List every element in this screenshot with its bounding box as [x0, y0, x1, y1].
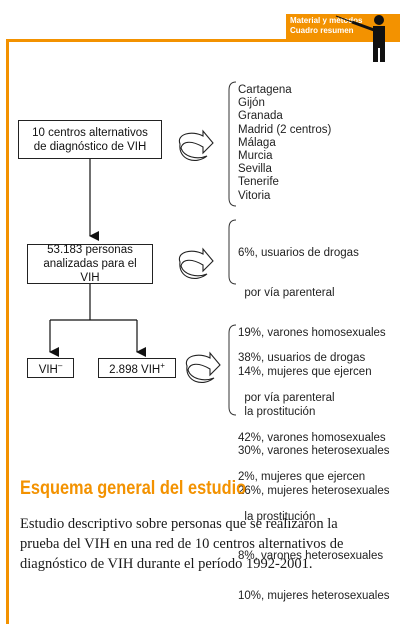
diagram-connectors	[49, 81, 237, 416]
section-tab-title: Material y métodos	[290, 16, 363, 25]
list-item: 6%, usuarios de drogas	[238, 247, 359, 260]
list-item: 26%, mujeres heterosexuales	[238, 484, 390, 497]
list-item: Gijón	[238, 97, 265, 110]
list-item: Tenerife	[238, 176, 279, 189]
positive-breakdown-list: 38%, usuarios de drogas por vía parenter…	[238, 326, 390, 616]
orange-frame-left	[6, 39, 9, 624]
analyzed-box-label: 53.183 personas analizadas para el VIH	[43, 244, 137, 284]
list-item: 8%, varones heterosexuales	[238, 550, 384, 563]
list-item: Cartagena	[238, 84, 292, 96]
cities-list: Cartagena Gijón Granada Madrid (2 centro…	[238, 84, 331, 203]
list-item: 42%, varones homosexuales	[238, 431, 386, 444]
hiv-negative-label: VIH–	[38, 361, 63, 376]
list-item: Murcia	[238, 149, 273, 162]
curved-arrow-icons	[178, 129, 221, 383]
section-tab-subtitle: Cuadro resumen	[290, 26, 354, 35]
list-item: 2%, mujeres que ejercen	[238, 471, 366, 484]
hiv-negative-box: VIH–	[27, 358, 74, 378]
list-item: 10%, mujeres heterosexuales	[238, 589, 390, 602]
list-item: por vía parenteral	[238, 392, 335, 404]
list-item: por vía parenteral	[238, 287, 335, 299]
list-item: Granada	[238, 110, 283, 123]
list-item: Sevilla	[238, 163, 272, 176]
list-item: Vitoria	[238, 189, 271, 202]
hiv-positive-box: 2.898 VIH+	[98, 358, 176, 378]
list-item: 19%, varones homosexuales	[238, 326, 386, 339]
hiv-positive-label: 2.898 VIH+	[109, 361, 165, 376]
list-item: 38%, usuarios de drogas	[238, 352, 366, 365]
analyzed-box: 53.183 personas analizadas para el VIH	[27, 244, 153, 284]
list-item: 30%, varones heterosexuales	[238, 445, 390, 458]
centers-box-label: 10 centros alternativos de diagnóstico d…	[32, 126, 148, 153]
analyzed-breakdown-list: 6%, usuarios de drogas por vía parentera…	[238, 221, 390, 511]
figure-caption-title: Esquema general del estudio	[20, 478, 247, 499]
list-item: la prostitución	[238, 405, 316, 418]
list-item: 14%, mujeres que ejercen	[238, 366, 372, 379]
centers-box: 10 centros alternativos de diagnóstico d…	[18, 120, 162, 159]
orange-frame-top	[6, 39, 400, 42]
list-item: la prostitución	[238, 510, 316, 523]
presenter-figure-icon	[335, 15, 385, 62]
figure-caption-text: Estudio descriptivo sobre personas que s…	[20, 516, 344, 572]
list-item: Málaga	[238, 136, 276, 149]
list-item: Madrid (2 centros)	[238, 123, 332, 136]
